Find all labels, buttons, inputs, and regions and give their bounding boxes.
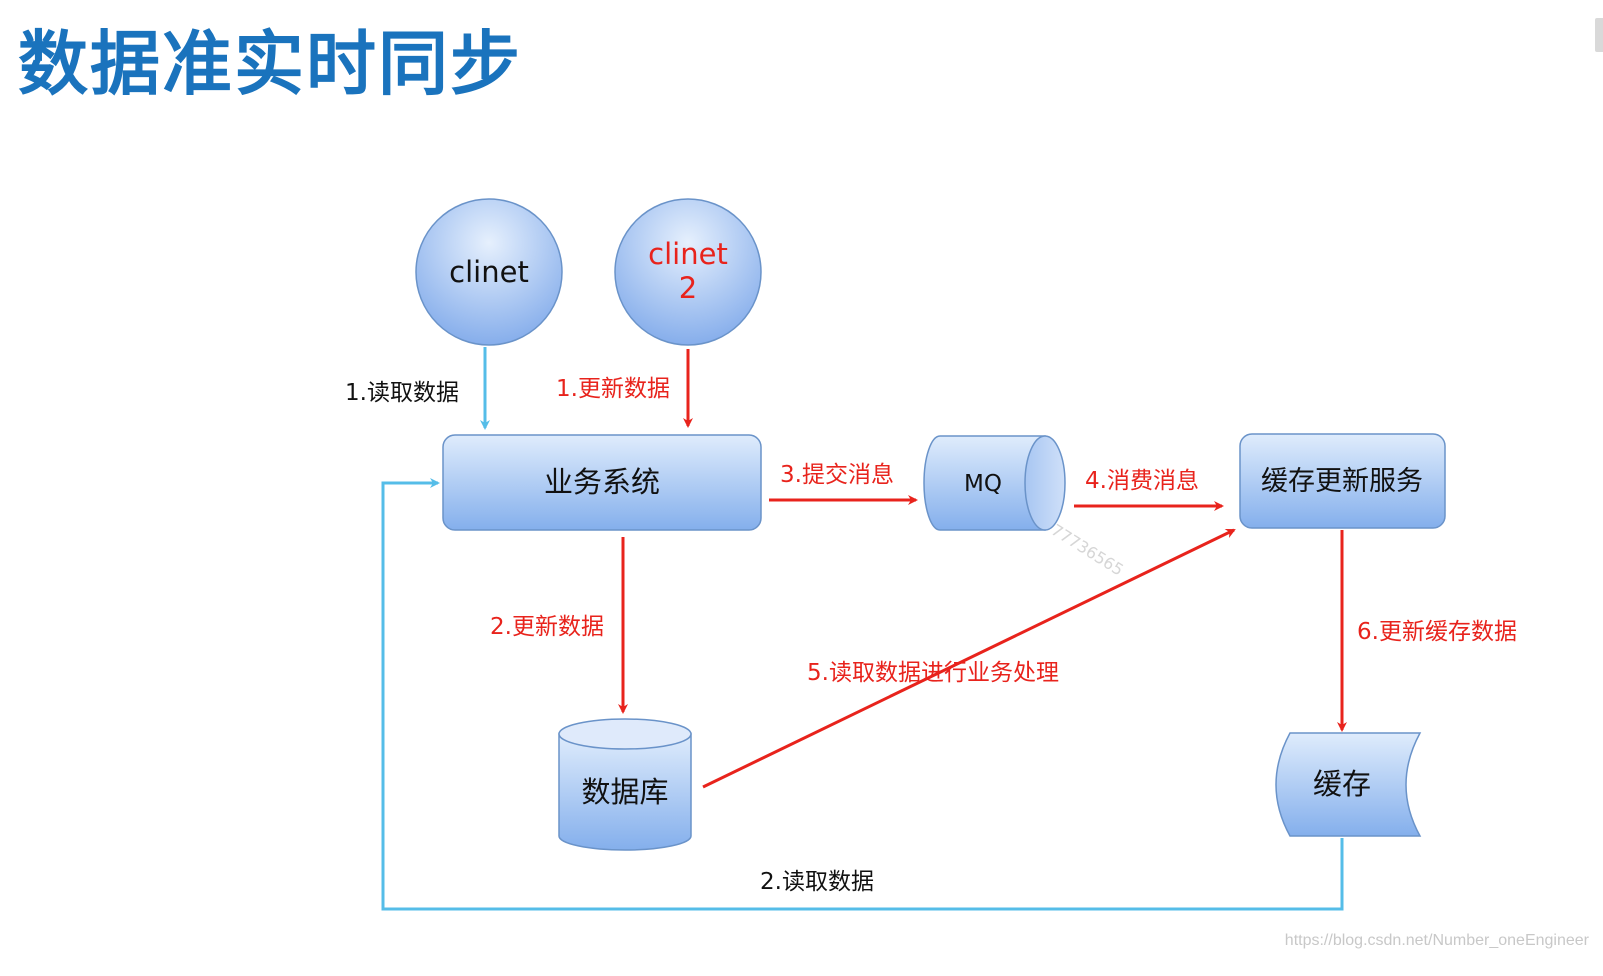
read2-label: 2.读取数据 — [760, 869, 874, 895]
cache-update-service-label: 缓存更新服务 — [1261, 466, 1423, 497]
read2-arrow — [381, 478, 1344, 911]
page-title: 数据准实时同步 — [18, 23, 522, 105]
consume-msg-label: 4.消费消息 — [1085, 468, 1199, 494]
read-process-arrow — [702, 528, 1236, 789]
cache-update-service-node: 缓存更新服务 — [1239, 433, 1446, 529]
read-process-label: 5.读取数据进行业务处理 — [807, 660, 1059, 686]
client2-label-line2: 2 — [679, 271, 697, 305]
update-cache-label: 6.更新缓存数据 — [1357, 619, 1517, 645]
client1-node: clinet — [415, 198, 563, 346]
update1-label: 1.更新数据 — [556, 376, 670, 402]
mq-node: MQ — [923, 435, 1066, 531]
mq-label: MQ — [964, 471, 1002, 497]
business-system-node: 业务系统 — [442, 434, 762, 531]
cache-node: 缓存 — [1275, 732, 1422, 837]
commit-msg-label: 3.提交消息 — [780, 462, 894, 488]
update2-label: 2.更新数据 — [490, 614, 604, 640]
client2-node: clinet 2 — [614, 198, 762, 346]
scroll-marker — [1595, 18, 1603, 52]
read1-label: 1.读取数据 — [345, 380, 459, 406]
client2-label-line1: clinet — [648, 237, 728, 271]
cache-label: 缓存 — [1313, 767, 1371, 801]
source-watermark: https://blog.csdn.net/Number_oneEngineer — [1284, 932, 1589, 949]
client1-label: clinet — [449, 255, 529, 289]
database-label: 数据库 — [581, 775, 668, 809]
faint-overlay-text: 77736565 — [1048, 520, 1127, 579]
business-system-label: 业务系统 — [544, 465, 660, 499]
database-node: 数据库 — [558, 718, 692, 851]
